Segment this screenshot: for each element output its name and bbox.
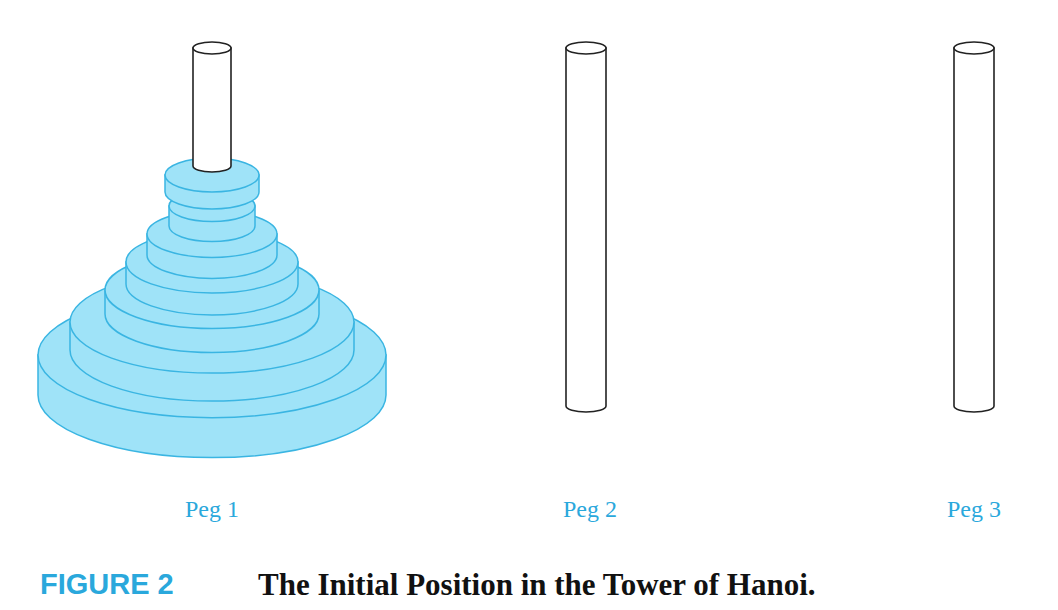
figure-number: FIGURE 2: [40, 570, 174, 599]
peg-label: Peg 1: [185, 497, 239, 521]
figure-caption: The Initial Position in the Tower of Han…: [258, 569, 816, 600]
peg-label: Peg 3: [947, 497, 1001, 521]
peg-top: [566, 42, 606, 54]
peg: [566, 48, 606, 412]
peg-label: Peg 2: [563, 497, 617, 521]
peg: [193, 48, 231, 172]
peg-top: [193, 42, 231, 54]
peg: [954, 48, 994, 412]
peg-top: [954, 42, 994, 54]
